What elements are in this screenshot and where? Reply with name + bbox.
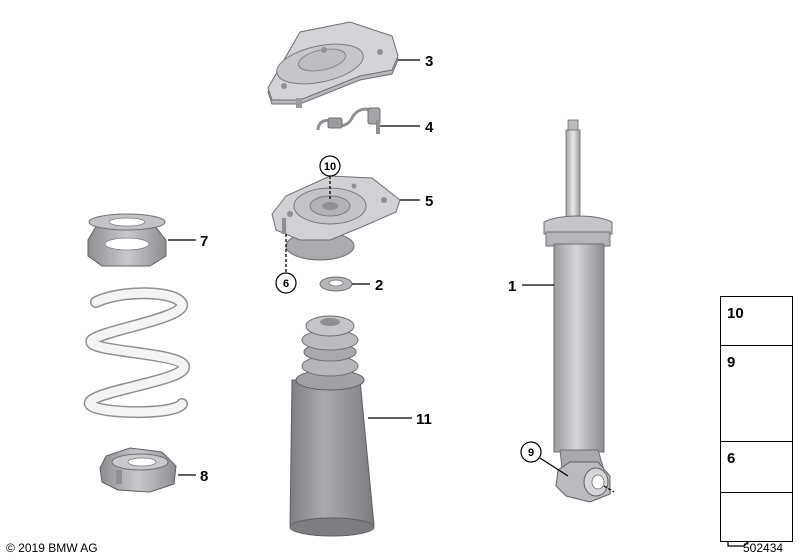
callout-10: 10	[324, 161, 336, 173]
part-11-bump-stop-boot	[289, 315, 375, 537]
callout-3: 3	[425, 53, 433, 70]
legend-box-10: 10	[720, 296, 793, 346]
legend-label-9: 9	[727, 354, 736, 371]
legend-box-6: 6	[720, 441, 793, 493]
copyright-text: © 2019 BMW AG	[6, 541, 98, 555]
callout-9-circle	[520, 441, 542, 463]
leader-9-bolt	[603, 485, 615, 493]
callout-11: 11	[416, 411, 432, 428]
callout-2: 2	[375, 277, 383, 294]
legend-label-10: 10	[727, 305, 744, 322]
callout-1: 1	[508, 278, 516, 295]
callout-8: 8	[200, 468, 208, 485]
legend-box-arrow	[720, 492, 793, 542]
legend-box-9: 9	[720, 345, 793, 442]
part-1-shock-absorber	[543, 119, 613, 503]
part-7-upper-spring-pad	[87, 213, 167, 267]
diagram-id-text: 502434	[743, 541, 784, 555]
callout-7: 7	[200, 233, 208, 250]
callout-6: 6	[283, 278, 289, 290]
coil-spring	[83, 287, 190, 419]
callout-4: 4	[425, 119, 434, 136]
callout-6-circle	[275, 272, 297, 294]
callout-9: 9	[528, 447, 534, 459]
part-4-sensor-lead	[316, 107, 381, 134]
callout-5: 5	[425, 193, 433, 210]
part-2-washer	[319, 276, 353, 292]
legend-label-6: 6	[727, 450, 736, 467]
part-3-top-mount-plate	[267, 21, 399, 108]
part-5-strut-mount	[271, 175, 401, 261]
leader-9-circle	[539, 457, 569, 477]
part-8-lower-spring-pad	[99, 447, 177, 493]
